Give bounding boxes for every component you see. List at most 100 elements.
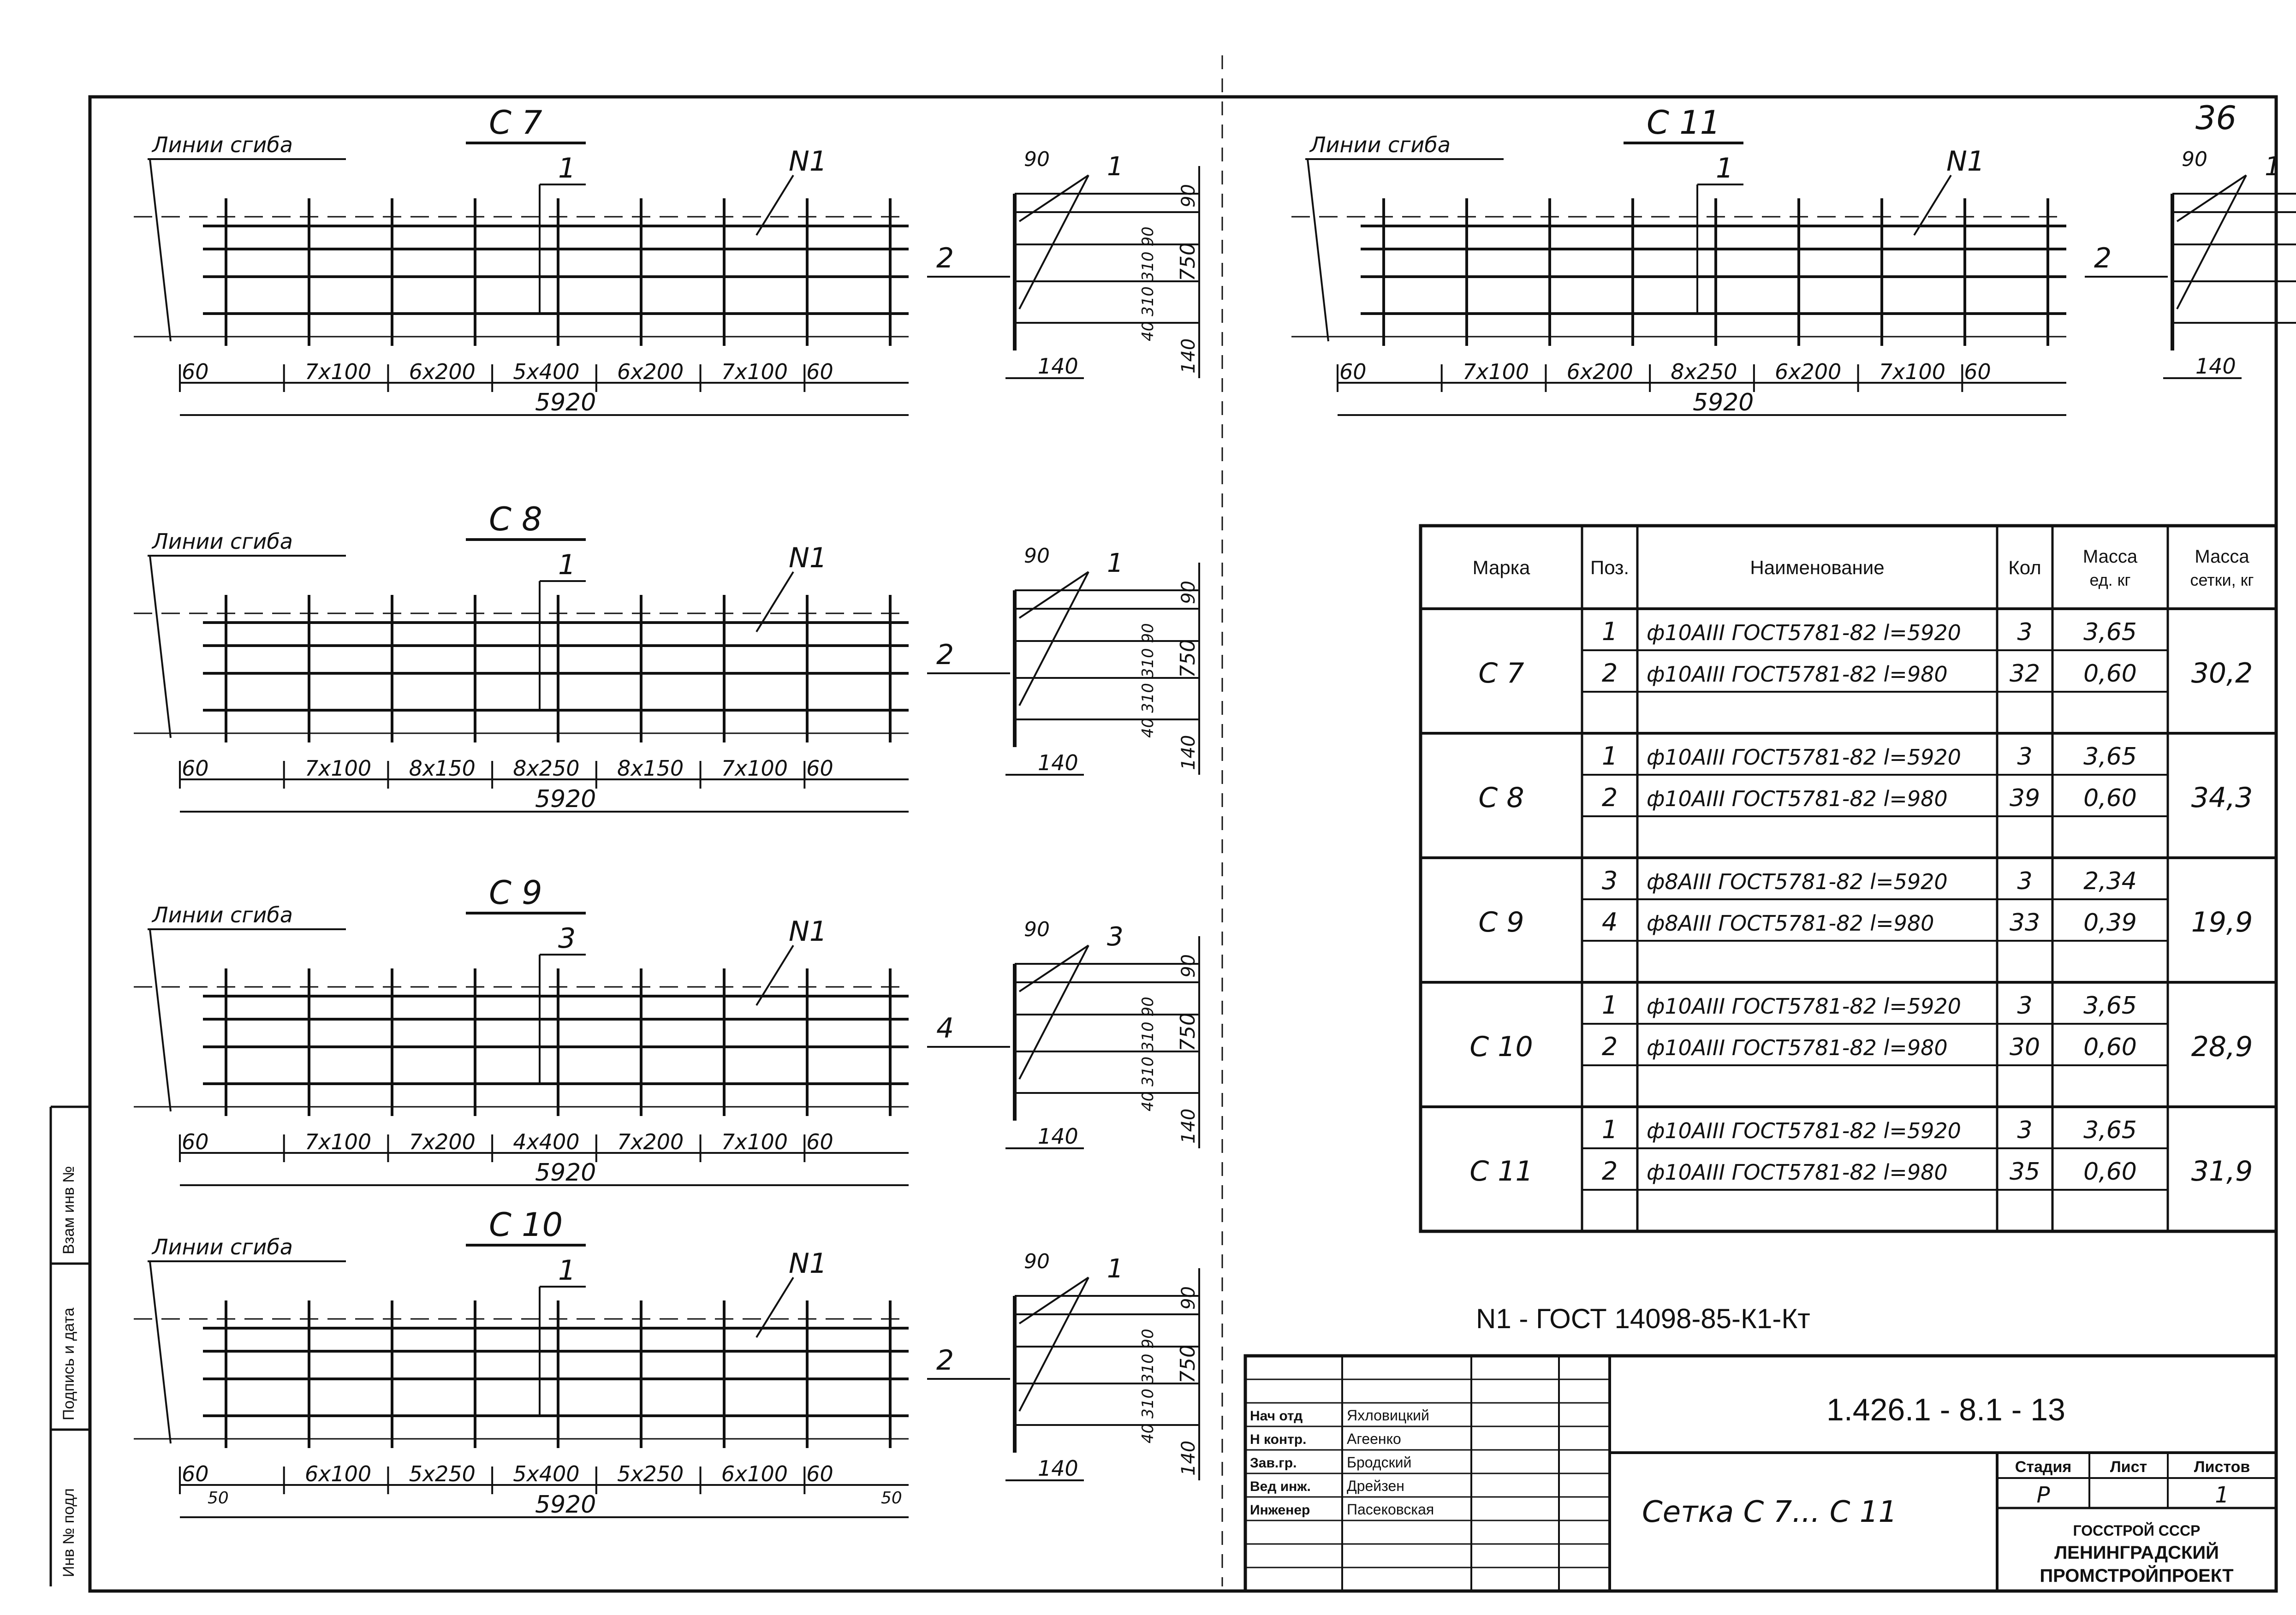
section-dim-total: 750 [1176,639,1200,678]
table-pos-cell: 1 [1602,742,1618,771]
dimension-label: 60 [182,1129,209,1154]
bend-line-label: Линии сгиба [151,902,293,927]
table-header-cell: Поз. [1590,557,1629,578]
table-name-cell: ф10АIII ГОСТ5781-82 l=5920 [1647,994,1961,1019]
dimension-label: 7x200 [409,1129,476,1154]
table-unit-mass-cell: 2,34 [2083,867,2137,895]
section-dim-inner: 40 310 310 90 [1139,1329,1157,1443]
section-width-label: 140 [1038,750,1078,775]
stage-value: 1 [2215,1482,2229,1508]
dimension-label: 8x250 [513,756,579,781]
stage-value: Р [2037,1482,2050,1508]
position-label: 3 [558,922,576,955]
title-block-role: Вед инж. [1250,1479,1311,1494]
position-label: 1 [558,152,576,184]
section-diagonal [1018,571,1089,706]
margin-label-replace: Взам инв № [60,1166,77,1254]
title-block-role: Зав.гр. [1250,1455,1297,1471]
table-unit-mass-cell: 0,39 [2083,909,2137,937]
table-qty-cell: 35 [2010,1158,2040,1186]
dimension-label: 7x100 [305,1129,371,1154]
table-mark-cell: С 11 [1469,1155,1533,1188]
dimension-label: 7x100 [721,1129,788,1154]
dimension-label: 60 [182,359,209,384]
section-diagonal [1018,175,1089,309]
dimension-label: 5x400 [513,359,579,384]
dimension-label: 7x200 [617,1129,684,1154]
title-block-role: Н контр. [1250,1432,1306,1447]
dimension-label: 60 [182,756,209,781]
table-qty-cell: 3 [2017,867,2032,895]
sheet-title: Сетка С 7... С 11 [1642,1495,1897,1529]
table-pos-cell: 4 [1602,908,1618,937]
section-width-label: 140 [1038,354,1078,379]
organization-line: ПРОМСТРОЙПРОЕКТ [2040,1565,2233,1586]
section-top-dim: 90 [1024,1250,1050,1273]
n1-note: N1 - ГОСТ 14098-85-К1-Кт [1476,1303,1810,1334]
dimension-label: 6x100 [721,1461,788,1486]
stage-label: Листов [2194,1458,2250,1476]
table-qty-cell: 33 [2010,909,2040,937]
dimension-label: 7x100 [305,756,371,781]
section-diagonal [2176,175,2247,309]
n1-label: N1 [789,145,827,178]
section-pos-label: 3 [1107,922,1124,952]
table-header-cell: Кол [2008,557,2041,578]
bend-line-label: Линии сгиба [151,529,293,554]
table-name-cell: ф8АIII ГОСТ5781-82 l=980 [1647,911,1934,936]
dimension-label: 8x250 [1671,359,1737,384]
table-qty-cell: 3 [2017,992,2032,1020]
bend-arrow [149,929,172,1112]
table-header-cell: Наименование [1750,557,1884,578]
table-header-cell: Масса [2195,546,2249,567]
table-pos-cell: 2 [1602,783,1618,812]
organization-line: ГОССТРОЙ СССР [2073,1522,2201,1539]
table-qty-cell: 3 [2017,1116,2032,1144]
table-header-cell: ед. кг [2089,570,2130,589]
table-qty-cell: 3 [2017,618,2032,646]
section-diagonal [1018,945,1089,1080]
position-label: 1 [558,1254,576,1287]
section-dim-top: 90 [1178,954,1199,978]
table-pos-cell: 1 [1602,1115,1618,1144]
dimension-label: 6x200 [409,359,476,384]
n1-label: N1 [789,915,827,948]
dimension-label: 6x200 [1567,359,1633,384]
dimension-label: 7x100 [721,359,788,384]
mesh-title: С 8 [489,500,542,538]
section-dim-top: 90 [1178,1286,1199,1310]
section-pos-label: 1 [1107,548,1124,578]
dimension-label: 60 [806,1129,833,1154]
mesh-title: С 11 [1647,104,1720,142]
table-name-cell: ф10АIII ГОСТ5781-82 l=5920 [1647,1118,1961,1143]
n1-label: N1 [789,1247,827,1280]
section-diagonal [1018,174,1089,222]
section-dim-inner: 40 310 310 90 [1139,226,1157,341]
section-diagonal [1018,571,1089,619]
total-dimension-label: 5920 [535,1491,596,1519]
title-block-name: Яхловицкий [1347,1407,1429,1424]
n1-label: N1 [789,542,827,574]
dimension-label: 6x200 [1775,359,1841,384]
bend-line-label: Линии сгиба [151,132,293,157]
side-position-label: 4 [936,1012,954,1045]
table-mark-cell: С 7 [1478,657,1524,689]
table-name-cell: ф8АIII ГОСТ5781-82 l=5920 [1647,869,1948,894]
stage-label: Стадия [2015,1458,2071,1476]
dimension-label: 5x400 [513,1461,579,1486]
section-dim-inner: 40 310 310 90 [1139,623,1157,738]
section-pos-label: 1 [1107,152,1124,182]
dimension-label: 6x200 [617,359,684,384]
organization-line: ЛЕНИНГРАДСКИЙ [2054,1542,2219,1563]
corner-number: 36 [2195,99,2237,137]
bend-arrow [149,159,172,342]
margin-label-signature: Подпись и дата [60,1307,77,1420]
